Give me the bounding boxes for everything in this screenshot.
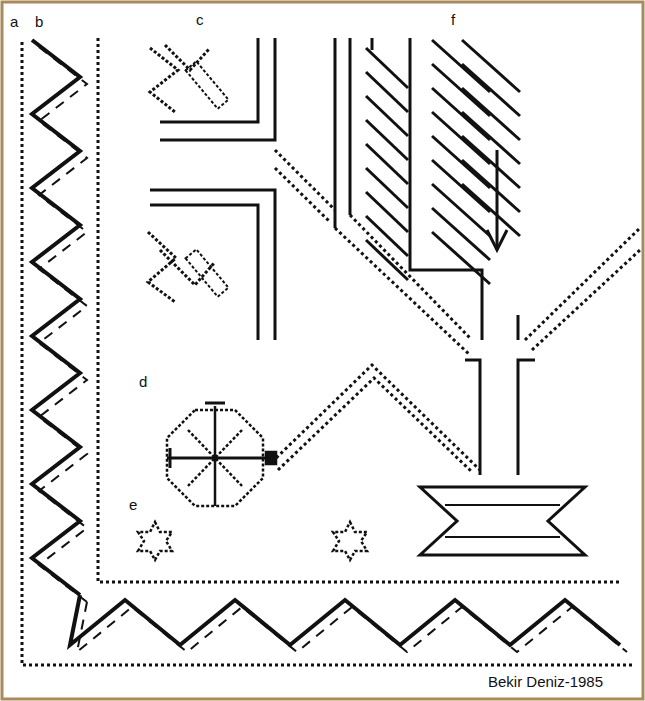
hatch-line — [366, 216, 408, 256]
hatch-line — [462, 40, 520, 92]
hatch-line — [462, 160, 520, 212]
hatch-line — [432, 160, 490, 212]
zigzag-line — [32, 40, 80, 595]
tree-motif — [272, 38, 640, 555]
hatch-line — [432, 112, 490, 164]
hatch-line — [432, 64, 490, 116]
zigzag-shadow — [77, 602, 627, 652]
zigzag-shadow — [39, 47, 87, 602]
hatch-f — [366, 40, 520, 284]
part-letter: e — [129, 497, 137, 512]
hatch-line — [366, 192, 408, 232]
hatch-line — [366, 240, 408, 280]
signature: Bekir Deniz-1985 — [488, 674, 603, 689]
hatch-line — [432, 40, 490, 92]
hatch-line — [366, 144, 408, 184]
dotted-borders — [22, 38, 632, 665]
hatch-line — [462, 184, 520, 236]
star-motifs — [138, 522, 367, 560]
hatch-line — [462, 136, 520, 188]
part-letter: c — [196, 12, 204, 27]
hatch-line — [462, 112, 520, 164]
part-letter: f — [451, 12, 455, 27]
zigzag-line — [70, 595, 620, 645]
part-letter: b — [35, 14, 43, 29]
hatch-line — [462, 88, 520, 140]
hatch-line — [366, 48, 408, 88]
motif-c — [148, 38, 335, 340]
hatch-line — [366, 72, 408, 112]
hatch-line — [432, 232, 490, 284]
hatch-line — [432, 88, 490, 140]
hatch-line — [432, 136, 490, 188]
hatch-line — [366, 168, 408, 208]
hatch-line — [366, 96, 408, 136]
part-letter: d — [139, 374, 147, 389]
hatch-line — [366, 120, 408, 160]
hatch-line — [432, 208, 490, 260]
hatch-line — [462, 64, 520, 116]
hatch-line — [432, 184, 490, 236]
part-letter: a — [10, 14, 18, 29]
octagon-motif — [167, 403, 276, 506]
